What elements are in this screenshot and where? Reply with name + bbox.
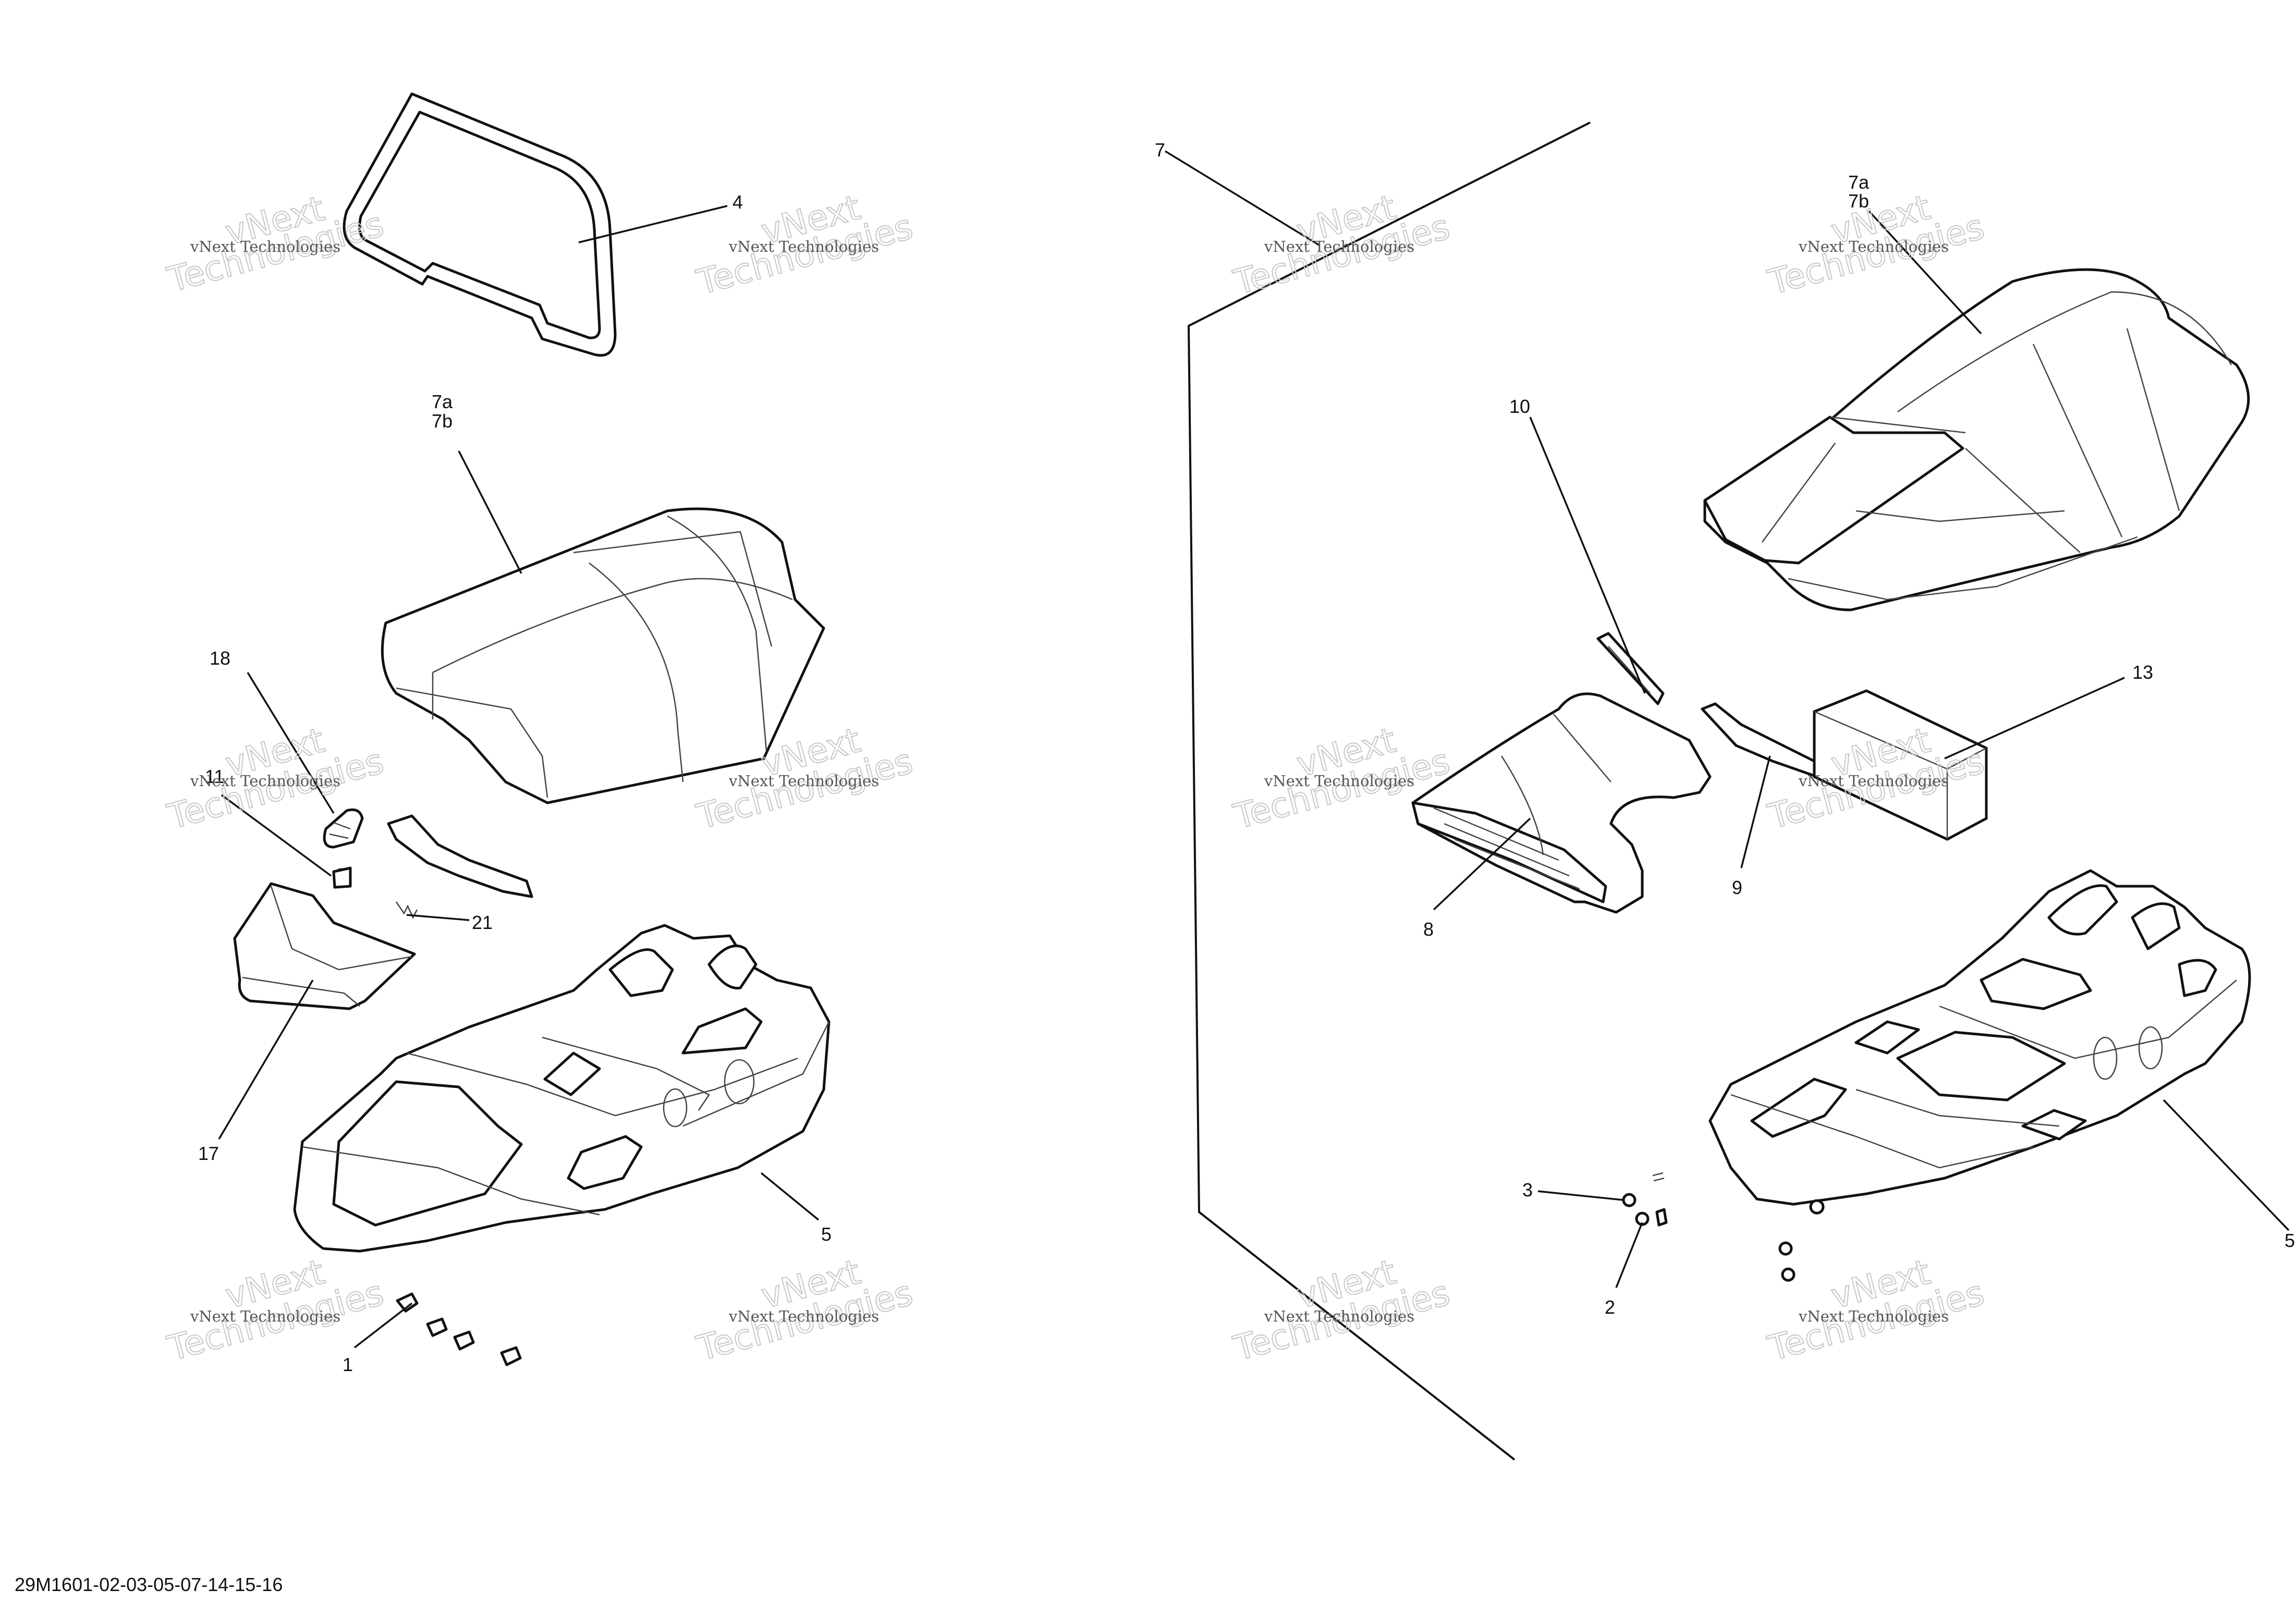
svg-text:vNext Technologies: vNext Technologies: [1264, 1307, 1414, 1325]
part-3-washer: [1622, 1193, 1636, 1207]
svg-text:vNext Technologies: vNext Technologies: [190, 238, 340, 255]
part-7-seat-right: [1703, 268, 2250, 612]
callout-4: 4: [732, 191, 743, 213]
svg-text:vNext Technologies: vNext Technologies: [1798, 238, 1949, 255]
svg-text:vNext Technologies: vNext Technologies: [728, 772, 879, 790]
part-4-backrest-frame: [343, 92, 617, 357]
callout-21: 21: [472, 912, 493, 933]
part-11-clip: [332, 866, 352, 889]
watermark: vNext Technologies vNext Technologies: [1763, 1251, 1988, 1369]
svg-text:vNext Technologies: vNext Technologies: [728, 1307, 879, 1325]
callout-1: 1: [343, 1354, 353, 1375]
callouts: 4 7a 7b 18 11 21 17 5 1 7 7a 7b 10 13 8 …: [198, 139, 2295, 1375]
watermark: vNext Technologies vNext Technologies: [1763, 187, 1988, 303]
bracket-left: [387, 814, 533, 898]
watermark: vNext Technologies vNext Technologies: [1229, 187, 1454, 303]
callout-7: 7: [1155, 139, 1165, 161]
callout-7a-right: 7a: [1848, 172, 1870, 193]
callout-10: 10: [1509, 396, 1530, 417]
svg-text:vNext Technologies: vNext Technologies: [1264, 772, 1414, 790]
part-1-fasteners: [396, 1292, 522, 1366]
callout-8: 8: [1423, 919, 1434, 940]
svg-text:vNext Technologies: vNext Technologies: [728, 238, 879, 255]
callout-7a-left: 7a: [432, 391, 453, 412]
part-5-base-left: [293, 924, 831, 1253]
watermark: vNext Technologies vNext Technologies: [1229, 1251, 1454, 1369]
part-7-seat-left: [381, 507, 825, 804]
drawing-number: 29M1601-02-03-05-07-14-15-16: [15, 1574, 283, 1595]
part-2-bolt: [1635, 1172, 1668, 1227]
callout-5-left: 5: [821, 1224, 832, 1245]
callout-9: 9: [1732, 877, 1742, 898]
part-8-housing: [1411, 692, 1712, 914]
part-10-strap: [1596, 632, 1665, 705]
callout-17: 17: [198, 1143, 219, 1164]
svg-text:vNext Technologies: vNext Technologies: [190, 1307, 340, 1325]
watermark: vNext Technologies vNext Technologies: [692, 187, 917, 303]
callout-7b-left: 7b: [432, 410, 453, 432]
assembly-divider: [1187, 121, 1591, 1461]
watermark: vNext Technologies vNext Technologies: [692, 1251, 917, 1369]
callout-3: 3: [1522, 1179, 1533, 1201]
svg-text:vNext Technologies: vNext Technologies: [190, 772, 340, 790]
leader-lines: [218, 150, 2290, 1349]
callout-2: 2: [1605, 1297, 1615, 1318]
callout-7b-right: 7b: [1848, 190, 1869, 212]
callout-13: 13: [2132, 662, 2153, 683]
svg-text:vNext Technologies: vNext Technologies: [1798, 772, 1949, 790]
part-13-block: [1813, 689, 1988, 841]
part-18-latch: [323, 808, 364, 849]
callout-18: 18: [210, 647, 230, 669]
part-5-base-right: [1708, 869, 2251, 1206]
part-17-cover: [233, 882, 416, 1010]
fasteners-right: [1778, 1199, 1825, 1282]
callout-5-right: 5: [2285, 1230, 2295, 1251]
svg-text:vNext Technologies: vNext Technologies: [1798, 1307, 1949, 1325]
callout-11: 11: [205, 766, 224, 787]
svg-text:vNext Technologies: vNext Technologies: [1264, 238, 1414, 255]
watermark: vNext Technologies vNext Technologies: [163, 1251, 388, 1369]
